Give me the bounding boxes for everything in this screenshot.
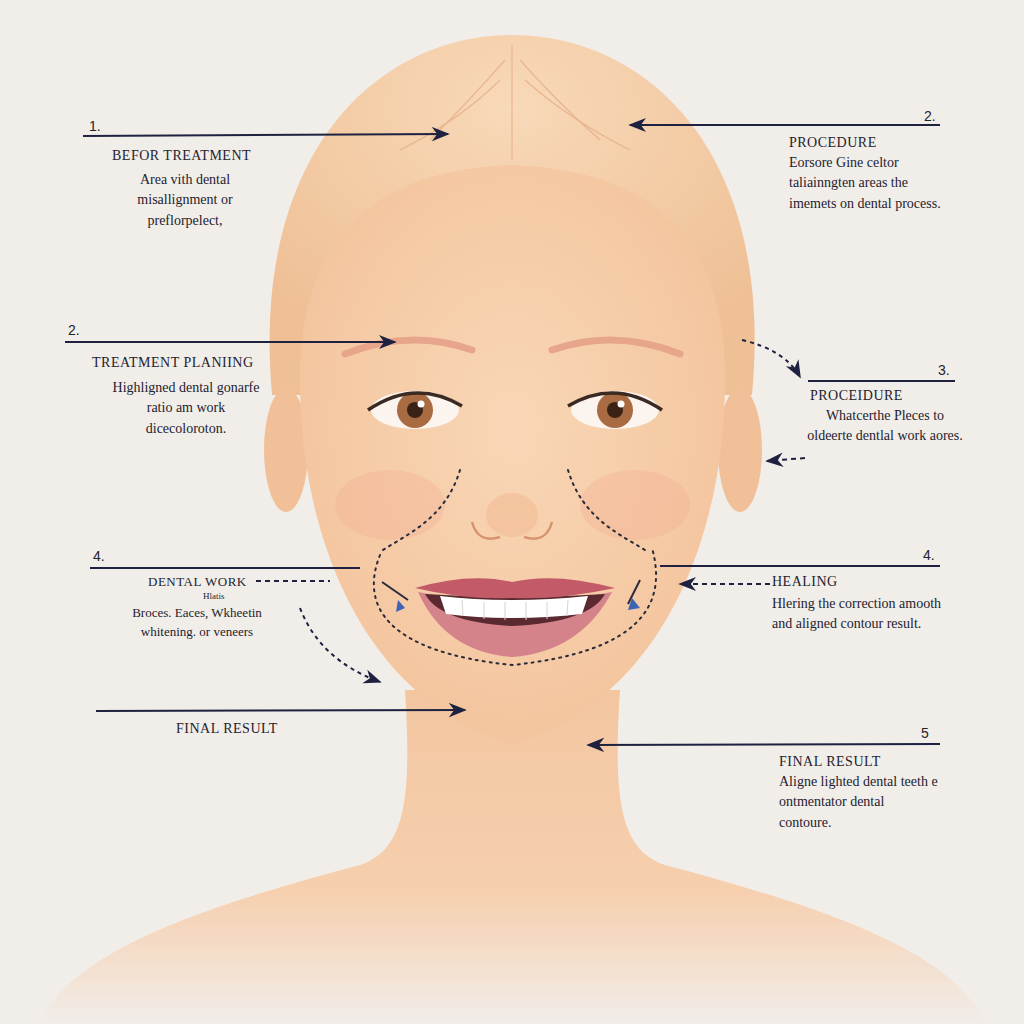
callout-heading: FINAL RESULT bbox=[176, 719, 278, 739]
callout-heading: BEFOR TREATMENT bbox=[112, 146, 251, 166]
cheek-right bbox=[580, 470, 690, 540]
contour-dots bbox=[374, 470, 656, 665]
callout-heading: FINAL RESULT bbox=[779, 752, 881, 772]
face bbox=[300, 165, 725, 745]
callout-text: Eorsore Gine celtor taliainngten areas t… bbox=[789, 153, 944, 214]
callout-heading: DENTAL WORK bbox=[148, 573, 247, 592]
callout-heading: TREATMENT PLANIING bbox=[92, 353, 254, 373]
callout-text: Area vith dental misallignment or preflo… bbox=[110, 170, 260, 231]
mouth bbox=[415, 578, 615, 657]
corner-marks bbox=[382, 580, 640, 612]
callout-number: 1. bbox=[89, 116, 101, 136]
ear-right bbox=[718, 388, 762, 512]
callout-heading: PROCEIDURE bbox=[810, 386, 903, 406]
callout-text: Hlering the correction amooth and aligne… bbox=[772, 594, 947, 635]
callout-note: Hlatis bbox=[203, 590, 225, 603]
callout-number: 5 bbox=[921, 723, 929, 743]
eyebrow-right bbox=[552, 340, 680, 354]
callout-number: 2. bbox=[68, 320, 80, 340]
callout-number: 3. bbox=[938, 360, 950, 380]
callout-text: Highligned dental gonarfe ratio am work … bbox=[106, 378, 266, 439]
callout-number: 4. bbox=[93, 546, 105, 566]
callout-text: Aligne lighted dental teeth e ontmentato… bbox=[779, 772, 939, 833]
callout-number: 2. bbox=[924, 106, 936, 126]
nose bbox=[472, 493, 552, 539]
callout-number: 4. bbox=[923, 545, 935, 565]
eye-right bbox=[568, 391, 662, 429]
callout-heading: PROCEDURE bbox=[789, 133, 877, 153]
callout-text: Broces. Eaces, Wkheetin whitening. or ve… bbox=[132, 604, 262, 642]
callout-text: Whatcerthe Pleces to oldeerte dentlal wo… bbox=[805, 406, 965, 447]
hair-strands bbox=[400, 45, 630, 160]
eye-left bbox=[368, 391, 462, 429]
callout-heading: HEALING bbox=[772, 572, 838, 592]
cheek-left bbox=[335, 470, 445, 540]
